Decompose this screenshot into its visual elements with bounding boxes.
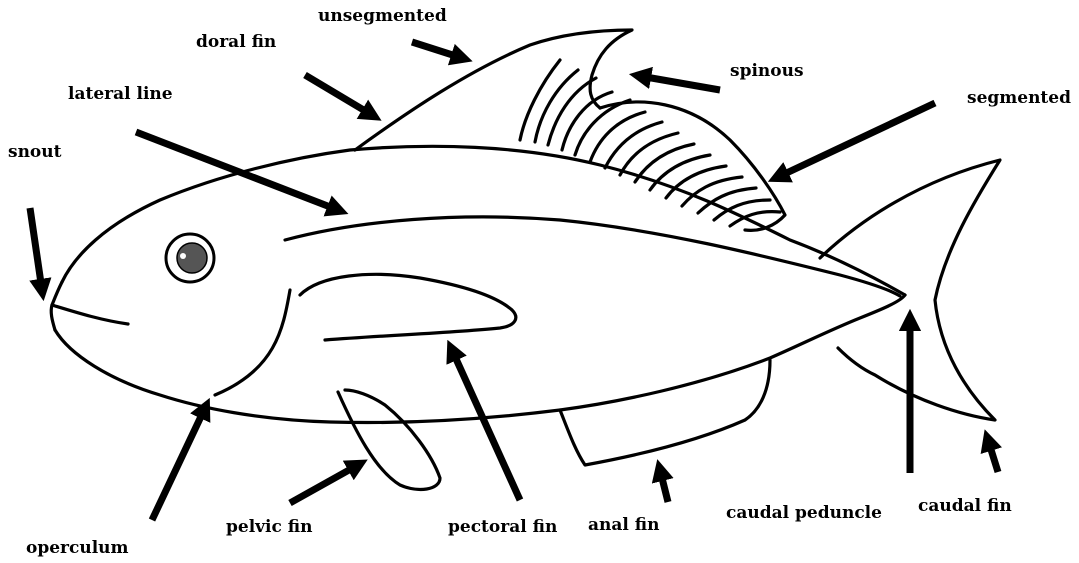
arrow-caudal-fin — [988, 440, 998, 472]
arrow-pelvic-fin — [290, 465, 358, 503]
lateral-line — [285, 217, 900, 296]
arrow-pectoral-fin — [452, 350, 520, 500]
label-operculum: operculum — [26, 540, 129, 557]
arrow-spinous — [640, 76, 720, 90]
arrow-operculum — [152, 408, 205, 520]
label-pelvic-fin: pelvic fin — [226, 519, 313, 536]
eye — [166, 234, 214, 282]
label-lateral-line: lateral line — [68, 86, 173, 103]
label-caudal-fin: caudal fin — [918, 498, 1012, 515]
label-anal-fin: anal fin — [588, 517, 660, 534]
dorsal-fin-outline — [355, 30, 632, 150]
anal-fin-outline — [560, 360, 770, 465]
label-spinous: spinous — [730, 63, 804, 80]
label-caudal-peduncle: caudal peduncle — [726, 505, 882, 522]
arrow-snout — [30, 208, 42, 290]
label-segmented: segmented — [967, 90, 1071, 107]
pectoral-fin-outline — [300, 274, 516, 340]
mouth-line — [52, 305, 128, 324]
arrow-doral-fin — [305, 75, 372, 115]
pelvic-fin-outline — [338, 390, 440, 489]
label-snout: snout — [8, 144, 61, 161]
operculum-curve — [215, 290, 290, 395]
label-doral-fin: doral fin — [196, 34, 276, 51]
arrow-segmented — [778, 103, 935, 177]
arrow-unsegmented — [412, 42, 462, 58]
label-pectoral-fin: pectoral fin — [448, 519, 557, 536]
arrow-anal-fin — [660, 470, 668, 502]
label-unsegmented: unsegmented — [318, 8, 447, 25]
